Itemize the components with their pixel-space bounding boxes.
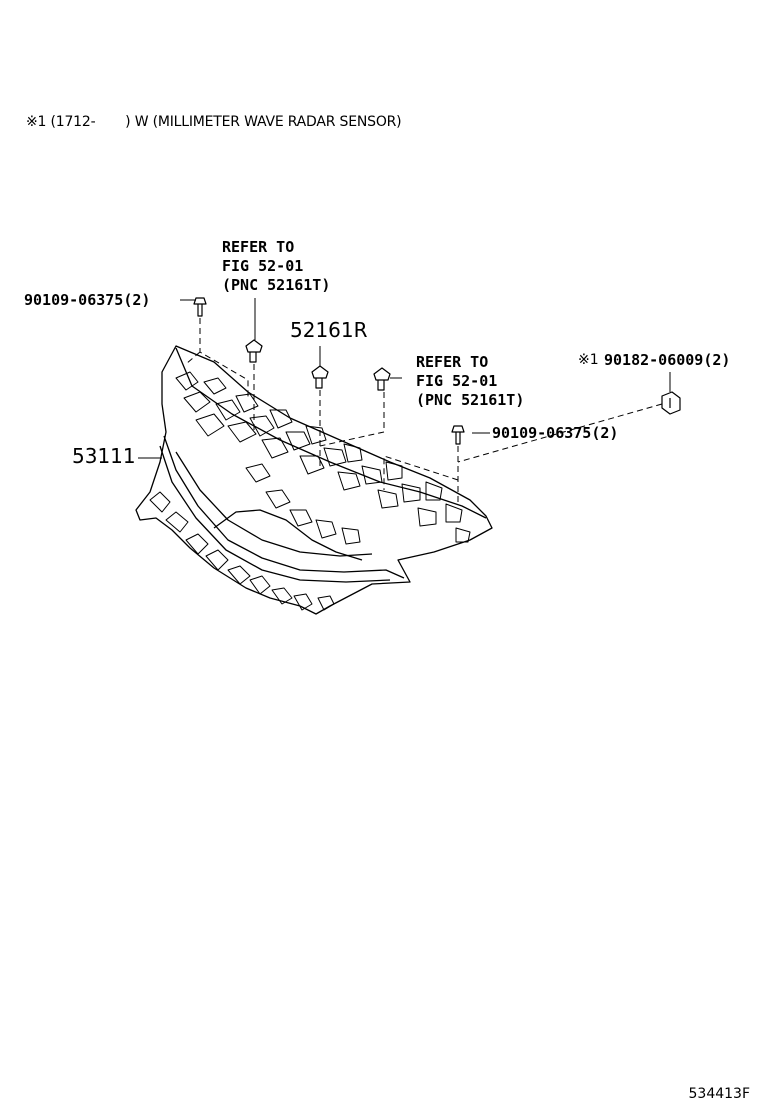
grille-lattice	[149, 371, 471, 611]
bolt-right-part	[451, 425, 465, 445]
callout-nut-prefix: ※1	[578, 352, 599, 368]
callout-refer-right-line1: REFER TO	[416, 353, 489, 371]
callout-bolt-left: 90109-06375(2)	[24, 291, 151, 309]
install-lines	[185, 318, 663, 506]
clip-refer-left-part	[245, 339, 263, 363]
clip-52161r-part	[311, 365, 329, 389]
callout-nut: 90182-06009(2)	[604, 351, 731, 369]
clip-refer-right-part	[373, 367, 391, 391]
figure-code: 534413F	[688, 1086, 751, 1102]
applicability-note: ※1 (1712- ) W (MILLIMETER WAVE RADAR SEN…	[26, 114, 402, 130]
callout-53111: 53111	[72, 444, 136, 468]
callout-refer-right-line3: (PNC 52161T)	[416, 391, 525, 409]
grille-upper-bar	[175, 347, 487, 519]
callout-refer-right-line2: FIG 52-01	[416, 372, 498, 390]
grille-panel-outline	[135, 345, 493, 615]
callout-52161r: 52161R	[290, 318, 368, 342]
callout-refer-left-line1: REFER TO	[222, 238, 295, 256]
callout-bolt-right: 90109-06375(2)	[492, 424, 619, 442]
bolt-left-part	[193, 297, 207, 317]
callout-refer-left-line3: (PNC 52161T)	[222, 276, 331, 294]
grille-lower-rim	[163, 435, 405, 579]
callout-refer-left-line2: FIG 52-01	[222, 257, 304, 275]
nut-part	[661, 391, 681, 415]
